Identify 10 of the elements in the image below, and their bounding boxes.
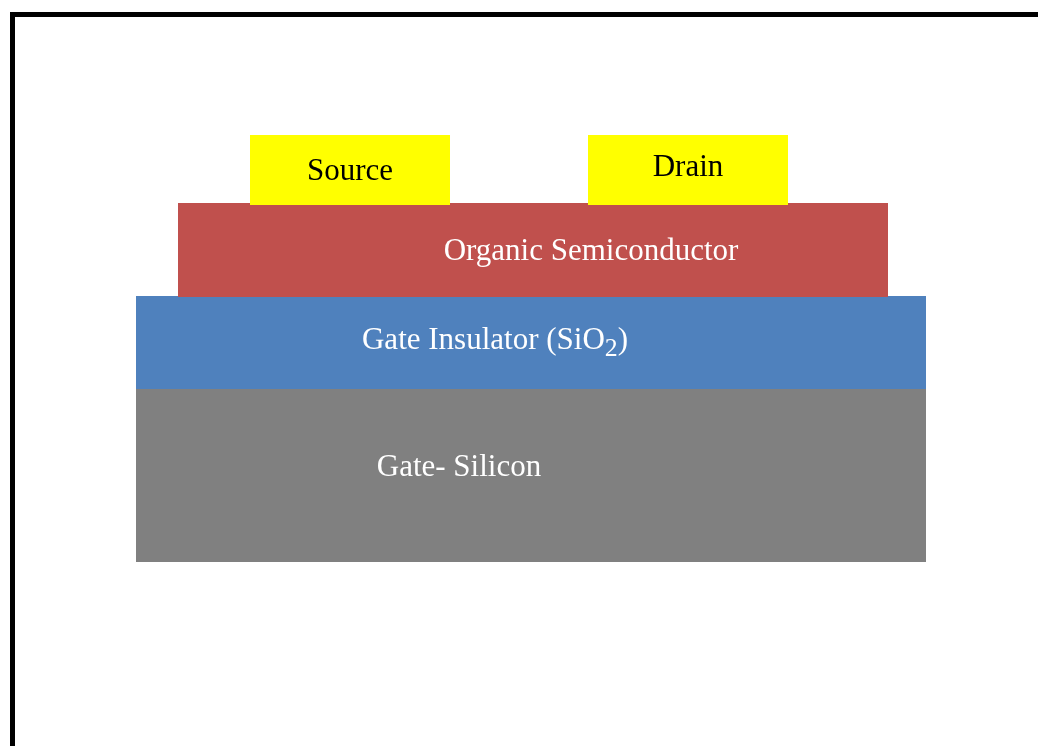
gate-substrate-layer xyxy=(136,389,926,562)
insulator-layer xyxy=(136,296,926,389)
layer-label: Gate Insulator (SiO$_{2}$) xyxy=(362,321,628,364)
drain-electrode xyxy=(588,135,788,205)
source-electrode xyxy=(250,135,450,205)
semiconductor-layer xyxy=(178,203,888,297)
layer-label: Gate- Silicon xyxy=(376,447,542,484)
layer-label: Organic Semiconductor xyxy=(443,232,739,268)
electrode-label: Drain xyxy=(652,148,724,184)
electrode-label: Source xyxy=(306,152,394,188)
